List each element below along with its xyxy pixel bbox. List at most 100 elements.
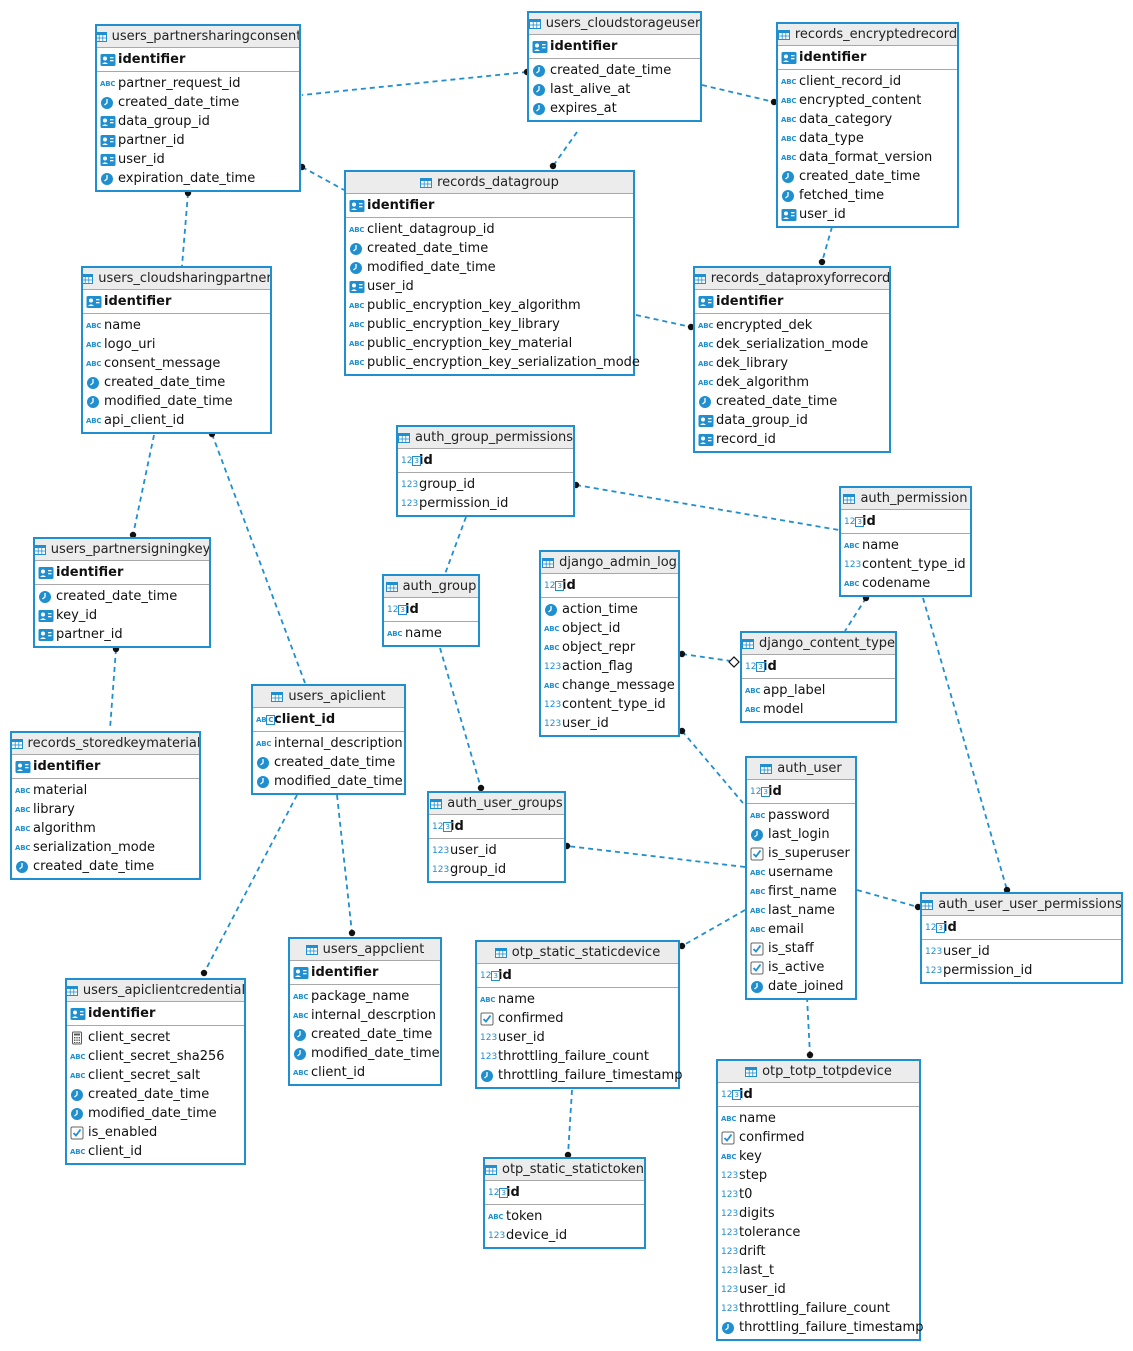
relationship-line[interactable]: [181, 192, 189, 267]
relationship-line[interactable]: [301, 71, 528, 96]
pk-column[interactable]: identifier: [346, 196, 633, 215]
entity-title[interactable]: users_apiclientcredential: [67, 980, 244, 1002]
relationship-line[interactable]: [203, 794, 298, 974]
column-row[interactable]: modified_date_time: [290, 1044, 440, 1063]
pk-column[interactable]: identifier: [35, 563, 209, 582]
column-row[interactable]: confirmed: [718, 1128, 919, 1147]
entity-title[interactable]: django_content_type: [742, 633, 895, 655]
column-row[interactable]: created_date_time: [253, 753, 404, 772]
relationship-line[interactable]: [566, 845, 746, 868]
column-row[interactable]: partner_id: [97, 131, 299, 150]
entity-title[interactable]: auth_user_user_permissions: [922, 894, 1121, 916]
column-row[interactable]: partner_id: [35, 625, 209, 644]
relationship-line[interactable]: [856, 889, 919, 908]
pk-column[interactable]: identifier: [83, 292, 270, 311]
relationship-line[interactable]: [109, 648, 117, 730]
entity-title[interactable]: auth_permission: [841, 488, 970, 510]
relationship-line[interactable]: [211, 433, 306, 684]
column-row[interactable]: is_active: [747, 958, 855, 977]
relationship-line[interactable]: [844, 597, 867, 632]
relationship-line[interactable]: [336, 794, 353, 934]
column-row[interactable]: user_id: [778, 205, 957, 224]
relationship-line[interactable]: [552, 131, 578, 167]
entity-title[interactable]: django_admin_log: [541, 552, 678, 574]
pk-column[interactable]: identifier: [97, 50, 299, 69]
entity-title[interactable]: auth_group_permissions: [398, 427, 573, 449]
column-row[interactable]: is_enabled: [67, 1123, 244, 1142]
entity-title[interactable]: users_appclient: [290, 939, 440, 961]
column-row[interactable]: created_date_time: [778, 167, 957, 186]
column-row[interactable]: fetched_time: [778, 186, 957, 205]
entity-title[interactable]: users_cloudstorageuser: [529, 13, 700, 35]
relationship-line[interactable]: [444, 516, 467, 575]
relationship-line[interactable]: [701, 84, 775, 103]
pk-column[interactable]: identifier: [695, 292, 889, 311]
entity-title[interactable]: records_datagroup: [346, 172, 633, 194]
entity-title[interactable]: otp_totp_totpdevice: [718, 1061, 919, 1083]
column-row[interactable]: confirmed: [477, 1009, 678, 1028]
column-row[interactable]: client_secret: [67, 1028, 244, 1047]
column-row[interactable]: modified_date_time: [253, 772, 404, 791]
column-row[interactable]: data_group_id: [695, 411, 889, 430]
entity-title[interactable]: auth_group: [384, 576, 478, 598]
column-row[interactable]: throttling_failure_timestamp: [477, 1066, 682, 1085]
entity-title[interactable]: otp_static_statictoken: [485, 1159, 644, 1181]
column-row[interactable]: created_date_time: [83, 373, 270, 392]
pk-column[interactable]: identifier: [67, 1004, 244, 1023]
relationship-line[interactable]: [567, 1089, 573, 1156]
entity-title[interactable]: records_storedkeymaterial: [12, 733, 199, 755]
column-row[interactable]: modified_date_time: [67, 1104, 244, 1123]
column-row[interactable]: user_id: [97, 150, 299, 169]
entity-users-apiclientcredential[interactable]: users_apiclientcredential identifier clien…: [65, 978, 246, 1165]
entity-title[interactable]: auth_user_groups: [429, 793, 564, 815]
column-row[interactable]: created_date_time: [346, 239, 633, 258]
